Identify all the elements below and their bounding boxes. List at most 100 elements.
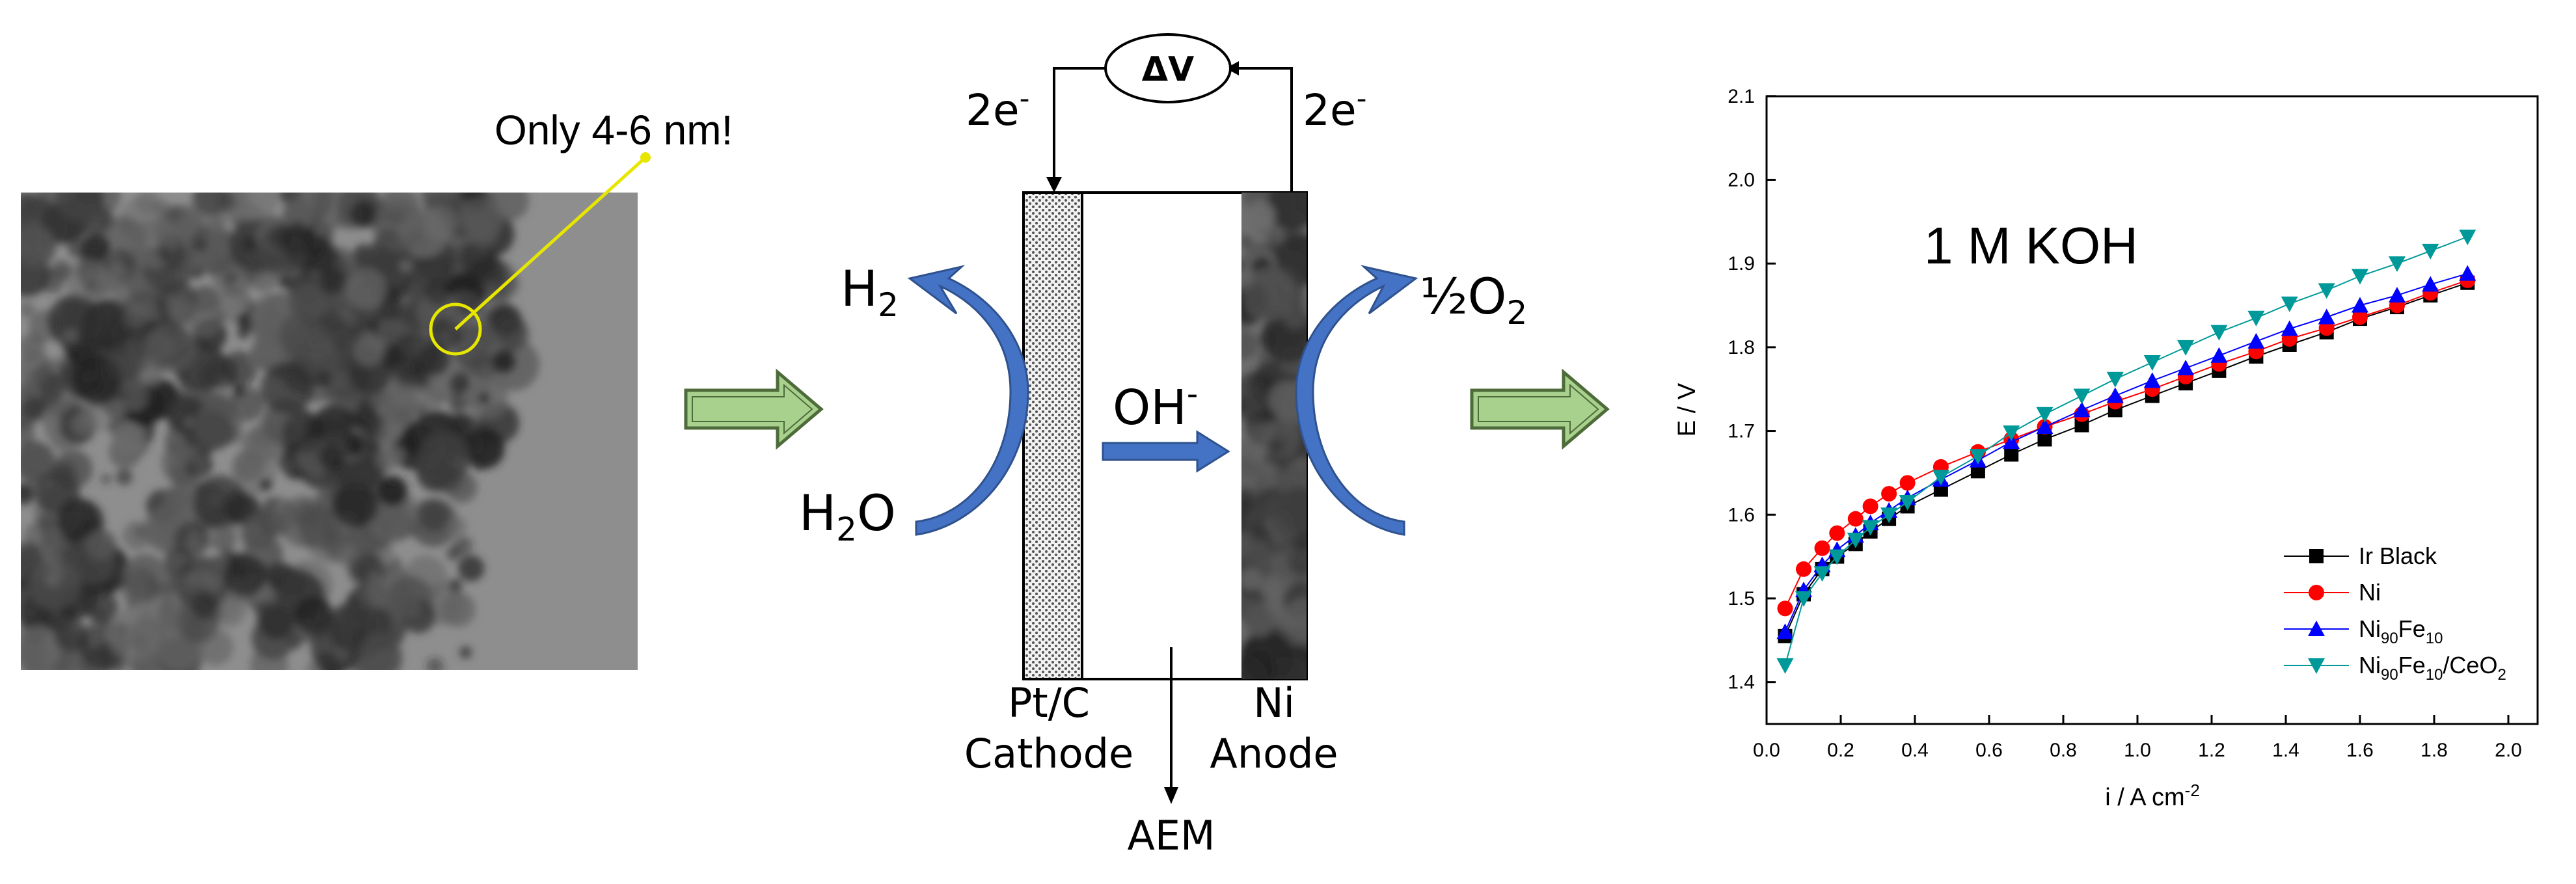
particle-texture [353, 633, 403, 670]
particle-texture [193, 411, 233, 451]
particle-texture [437, 330, 454, 346]
particle-texture [1253, 421, 1275, 443]
particle-texture [448, 517, 467, 537]
data-point [2318, 283, 2335, 299]
data-point [1829, 525, 1845, 541]
particle-texture [449, 373, 470, 394]
data-point [1795, 591, 1812, 607]
particle-texture [352, 535, 369, 552]
particle-texture [64, 329, 78, 343]
particle-texture [377, 475, 408, 507]
particle-texture [33, 360, 70, 397]
data-point [2352, 269, 2368, 285]
x-tick-label: 0.0 [1753, 740, 1780, 761]
x-tick-label: 1.4 [2272, 740, 2299, 761]
data-point [2389, 256, 2406, 273]
particle-texture [42, 533, 69, 559]
data-point [2422, 276, 2439, 292]
legend-marker [2309, 549, 2324, 563]
particle-texture [374, 563, 387, 577]
legend-item: Ir Black [2284, 542, 2437, 569]
particle-texture [221, 351, 258, 387]
data-point [2177, 340, 2195, 356]
particle-texture [1243, 651, 1260, 667]
particle-texture [85, 529, 116, 560]
data-point [1777, 600, 1793, 617]
data-point [1847, 511, 1864, 527]
data-point [1796, 561, 1811, 577]
particle-texture [375, 447, 400, 472]
x-tick-label: 0.4 [1901, 740, 1929, 761]
tem-image [21, 193, 638, 670]
particle-texture [238, 296, 251, 308]
particle-texture [353, 335, 385, 367]
particle-texture [1267, 193, 1307, 231]
particle-texture [167, 300, 189, 322]
particle-texture [85, 280, 98, 292]
particle-texture [459, 646, 472, 659]
particle-texture [314, 369, 332, 388]
x-tick-label: 0.6 [1975, 740, 2003, 761]
legend-item: Ni [2284, 579, 2381, 606]
x-tick-label: 1.2 [2198, 740, 2225, 761]
particle-texture [107, 608, 161, 662]
particle-texture [1282, 597, 1307, 643]
particle-texture [1241, 567, 1262, 591]
legend-marker [2308, 621, 2325, 636]
particle-texture [163, 252, 183, 271]
legend-label: Ir Black [2359, 542, 2437, 569]
y-tick-label: 1.7 [1728, 421, 1755, 442]
data-point [1970, 464, 1985, 479]
hydroxide-arrow [1102, 430, 1230, 473]
particle-texture [1268, 435, 1288, 455]
process-arrow-1 [684, 368, 824, 450]
voltmeter [1104, 33, 1232, 103]
electrons-right: 2e- [1303, 82, 1367, 135]
particle-texture [279, 312, 323, 356]
data-point [2037, 432, 2052, 447]
particle-texture [459, 240, 498, 278]
particle-texture [211, 495, 223, 507]
particle-texture [29, 559, 80, 611]
particle-texture [453, 535, 473, 556]
data-point [2073, 388, 2091, 405]
anode-wire-arrowhead [1226, 61, 1239, 75]
anode-wire [1236, 67, 1293, 193]
legend-item: Ni90Fe10/CeO2 [2284, 652, 2506, 684]
y-tick-label: 1.5 [1728, 588, 1755, 609]
particle-texture [206, 556, 229, 578]
particle-texture [364, 487, 419, 542]
particle-texture [195, 239, 207, 251]
data-point [2352, 309, 2368, 325]
data-point [1828, 549, 1846, 565]
particle-texture [105, 342, 144, 381]
particle-texture [1266, 654, 1307, 679]
particle-texture [498, 318, 530, 351]
process-arrow-2-inner [1478, 383, 1599, 435]
particle-texture [487, 193, 529, 221]
particle-texture [359, 399, 370, 412]
particle-texture [463, 428, 505, 469]
particle-texture [101, 474, 111, 485]
legend-marker [2308, 658, 2325, 674]
particle-texture [57, 498, 98, 540]
data-point [2074, 418, 2089, 433]
particle-texture [242, 237, 256, 251]
data-point [2106, 387, 2124, 403]
particle-texture [223, 553, 267, 597]
particle-texture [384, 328, 399, 343]
process-arrow-2 [1470, 368, 1610, 450]
particle-texture [417, 432, 470, 485]
legend-label: Ni90Fe10 [2359, 615, 2443, 647]
data-point [2073, 401, 2091, 418]
particle-texture [260, 361, 314, 415]
y-tick-label: 1.6 [1728, 504, 1755, 526]
particle-texture [86, 591, 118, 624]
data-point [2106, 371, 2124, 388]
particle-texture [146, 255, 157, 267]
tem-annotation: Only 4-6 nm! [495, 107, 733, 154]
particle-texture [394, 406, 412, 424]
series-line [1784, 273, 2468, 632]
